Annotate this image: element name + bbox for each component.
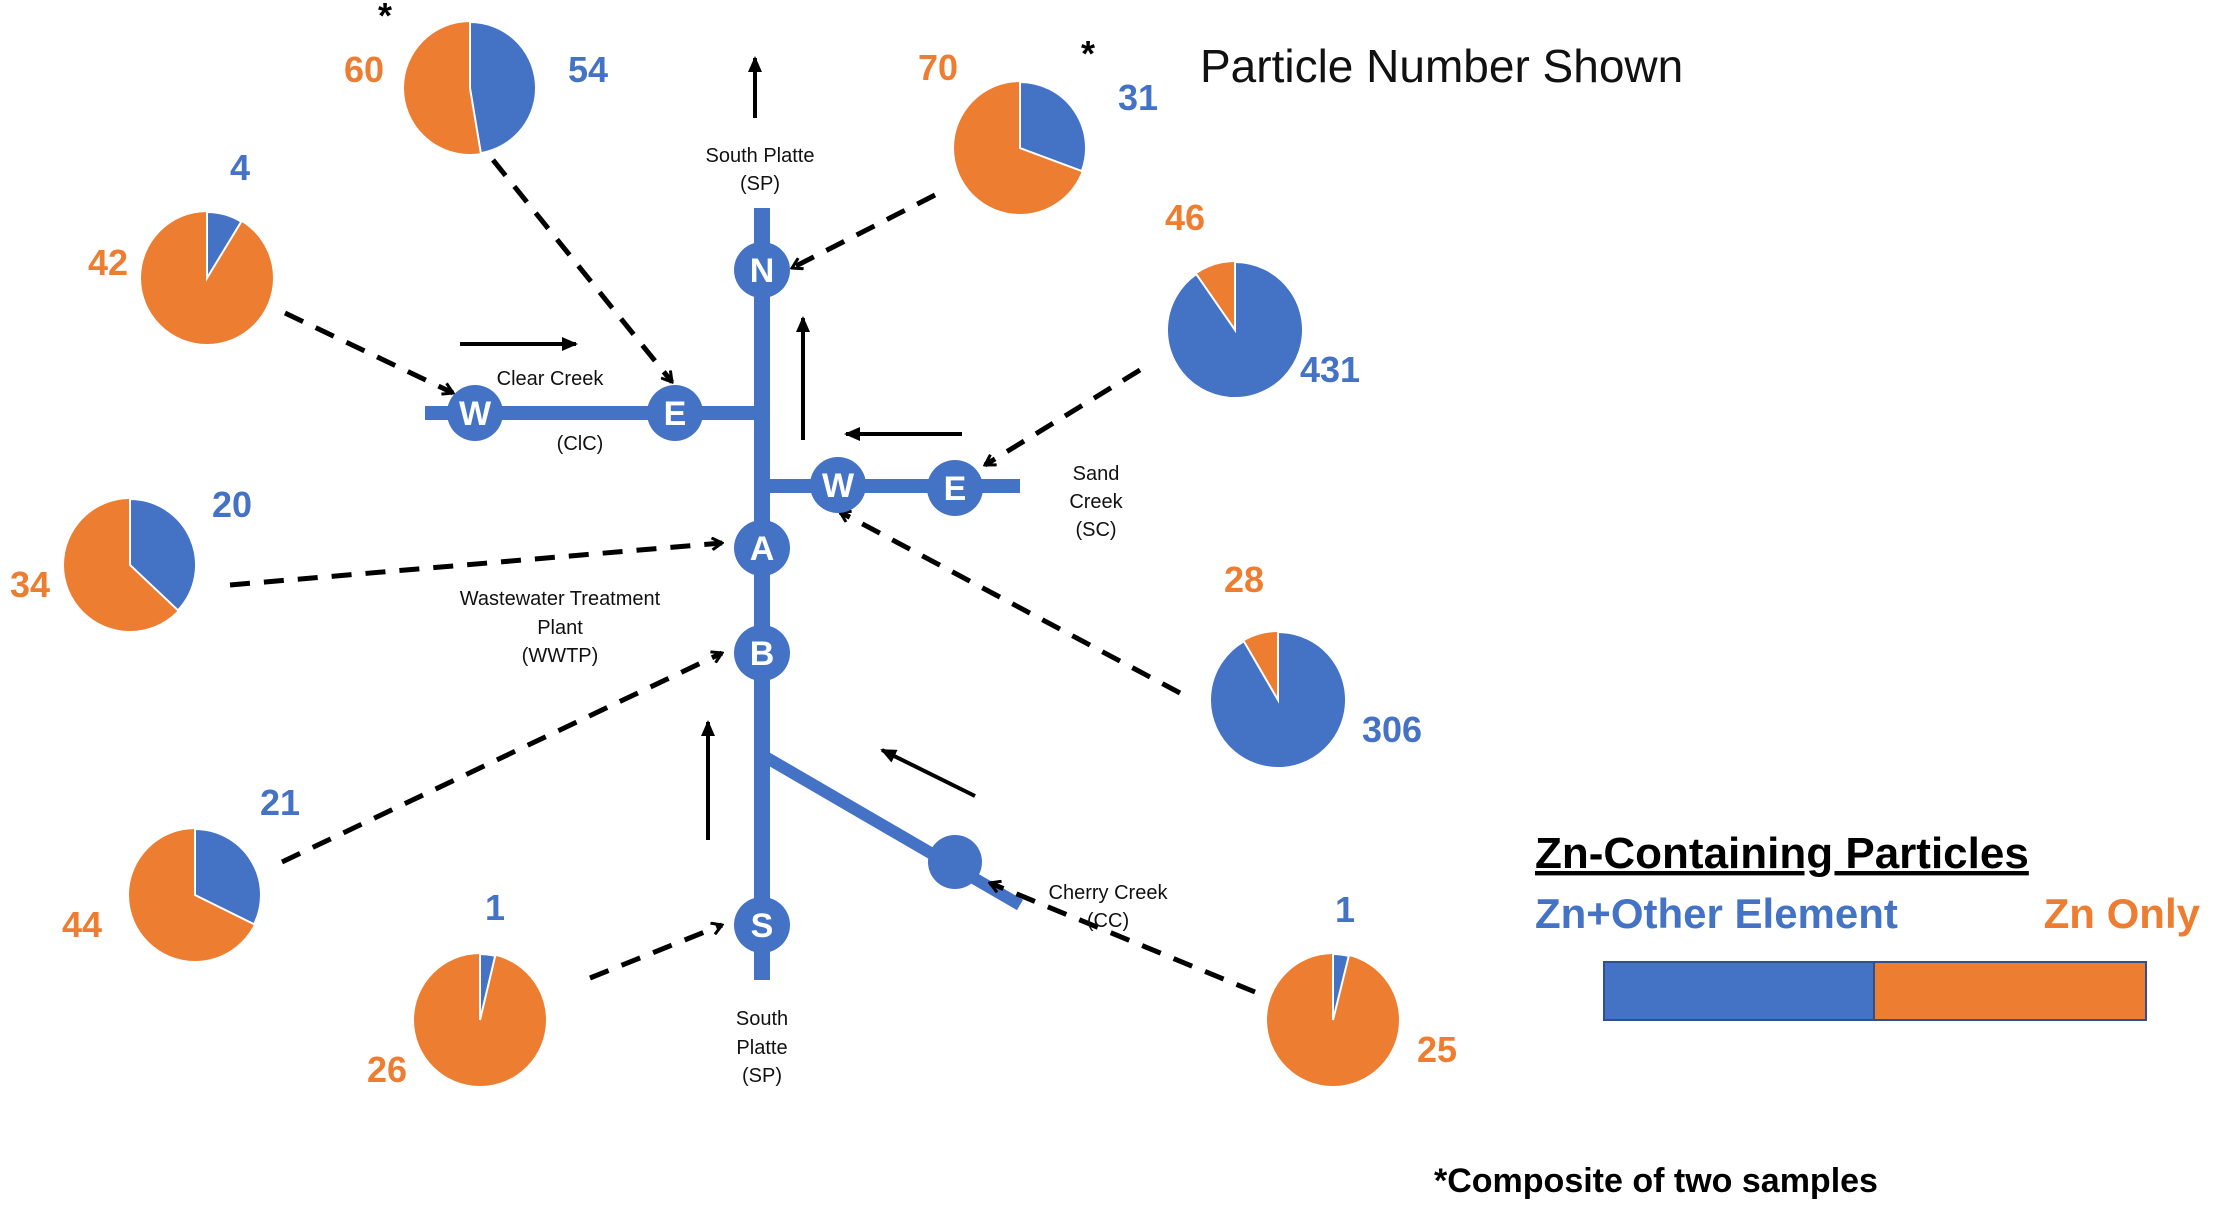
pie-cc: 1 25 [1267, 889, 1457, 1086]
label-clear-creek: Clear Creek [497, 368, 605, 390]
pointer-sp-n [792, 192, 937, 268]
pie-b: 21 44 [62, 782, 300, 961]
footnote: *Composite of two samples [1434, 1162, 1878, 1200]
legend-orange-label: Zn Only [2044, 890, 2201, 937]
legend-blue-swatch [1603, 961, 1875, 1021]
label-sand: Sand [1073, 463, 1120, 485]
pie-label-orange: 60 [344, 49, 384, 90]
pie-slice-blue [129, 497, 197, 612]
node-b-letter: B [750, 635, 775, 673]
label-sp-bottom-abbr: (SP) [742, 1065, 782, 1087]
pie-slice-blue [1019, 80, 1087, 173]
sample-pointers [229, 158, 1256, 995]
pie-sp-n: 31 70 * [918, 33, 1158, 214]
flow-arrows [460, 56, 976, 840]
node-clc-w-letter: W [459, 395, 492, 433]
node-clc-e: E [647, 385, 703, 441]
pie-sc-w: 306 28 [1209, 559, 1422, 769]
pie-label-blue: 431 [1300, 349, 1360, 390]
pie-asterisk: * [378, 0, 392, 36]
pie-sc-e: 431 46 [1165, 197, 1360, 399]
label-south-platte-top: South Platte [706, 145, 815, 167]
pointer-cc [990, 883, 1256, 995]
cherry-creek-river [758, 749, 1024, 911]
label-sc-abbr: (SC) [1075, 519, 1116, 541]
node-sc-e: E [927, 460, 983, 516]
node-cc [928, 835, 982, 889]
pie-label-orange: 28 [1224, 559, 1264, 600]
label-cherry-creek: Cherry Creek [1049, 882, 1169, 904]
label-cc-abbr: (CC) [1087, 910, 1129, 932]
label-sp-top-abbr: (SP) [740, 173, 780, 195]
pie-label-blue: 31 [1118, 77, 1158, 118]
legend-heading: Zn-Containing Particles [1535, 829, 2029, 878]
node-n-letter: N [750, 252, 775, 290]
pie-label-orange: 26 [367, 1049, 407, 1090]
pie-label-blue: 21 [260, 782, 300, 823]
pointer-b [280, 653, 722, 865]
pie-clc-w: 4 42 [88, 147, 273, 344]
node-a: A [734, 520, 790, 576]
pie-slice-blue [479, 952, 497, 1021]
node-clc-e-letter: E [664, 395, 687, 433]
pie-sp-s: 1 26 [367, 887, 546, 1090]
pie-label-blue: 20 [212, 484, 252, 525]
pie-label-blue: 54 [568, 49, 608, 90]
node-a-letter: A [750, 530, 775, 568]
label-clc-abbr: (ClC) [557, 433, 604, 455]
pie-slice-blue [194, 827, 262, 926]
pie-slice-blue [1332, 952, 1351, 1021]
pointer-clc-e [491, 158, 674, 382]
node-s-letter: S [751, 907, 774, 945]
pie-slice-blue [1209, 630, 1347, 769]
flow-arrow-cherry-creek [880, 748, 976, 798]
label-south-bottom: South [736, 1008, 788, 1030]
node-clc-w: W [447, 385, 503, 441]
pie-label-blue: 1 [485, 887, 505, 928]
pointer-sp-s [589, 925, 722, 981]
sampling-nodes: N W E W E A B S [447, 242, 983, 953]
pie-label-blue: 1 [1335, 889, 1355, 930]
label-platte-bottom: Platte [736, 1037, 787, 1059]
legend: Zn-Containing Particles Zn+Other Element… [1535, 829, 2201, 1021]
pointer-sc-w [840, 509, 1182, 696]
pie-clc-e: 54 60 * [344, 0, 608, 155]
label-wwtp-2: Plant [537, 617, 583, 639]
label-wwtp-abbr: (WWTP) [522, 645, 599, 667]
site-labels: South Platte (SP) Clear Creek (ClC) Sand… [460, 145, 1169, 1087]
pie-asterisk: * [1081, 33, 1095, 74]
label-creek: Creek [1069, 491, 1123, 513]
pie-slice-blue [206, 210, 243, 282]
pie-label-blue: 306 [1362, 709, 1422, 750]
node-b: B [734, 625, 790, 681]
node-sc-e-letter: E [944, 470, 967, 508]
legend-orange-swatch [1873, 961, 2147, 1021]
pie-label-orange: 34 [10, 564, 50, 605]
pie-label-orange: 70 [918, 47, 958, 88]
pie-slice-blue [1166, 260, 1304, 399]
node-sc-w: W [810, 457, 866, 513]
legend-blue-label: Zn+Other Element [1535, 890, 1898, 937]
pie-label-orange: 42 [88, 242, 128, 283]
pie-label-orange: 44 [62, 904, 102, 945]
pointer-sc-e [985, 367, 1142, 468]
pointer-wwtp-a [229, 543, 722, 588]
pointer-clc-w [283, 310, 453, 393]
node-s: S [734, 897, 790, 953]
node-sc-w-letter: W [822, 467, 855, 505]
figure-title: Particle Number Shown [1200, 40, 1683, 92]
pie-label-orange: 46 [1165, 197, 1205, 238]
label-wwtp-1: Wastewater Treatment [460, 588, 661, 610]
node-n: N [734, 242, 790, 298]
pie-label-orange: 25 [1417, 1029, 1457, 1070]
pie-label-blue: 4 [230, 147, 250, 188]
pie-slice-blue [469, 20, 537, 155]
